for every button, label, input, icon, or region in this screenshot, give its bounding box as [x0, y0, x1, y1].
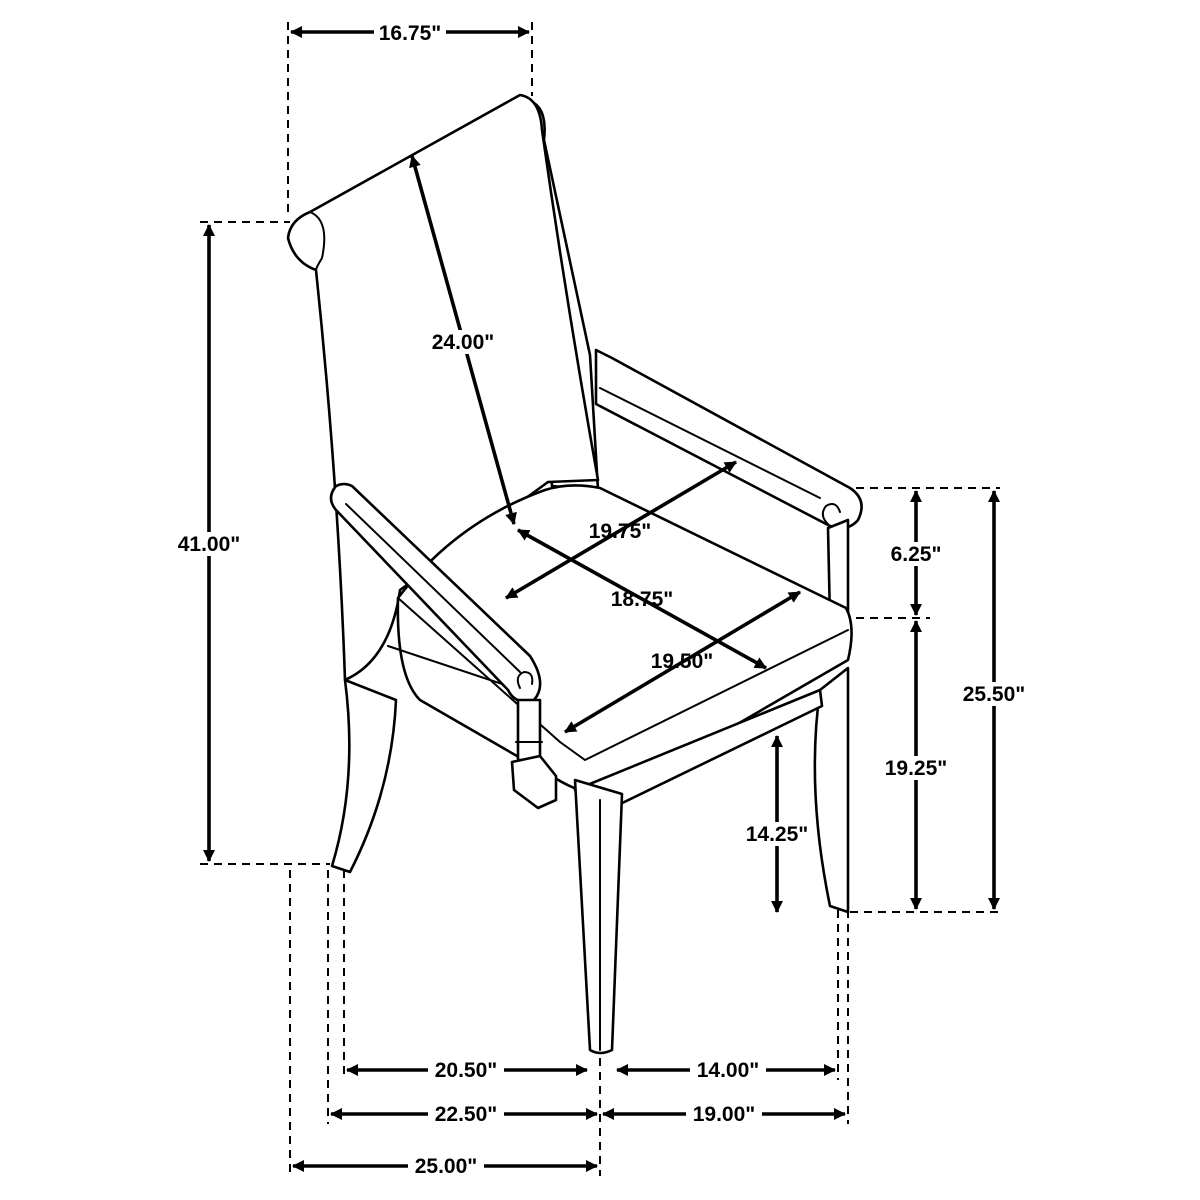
dim-label-overall-depth: 25.00" [415, 1155, 478, 1178]
extension-lines [200, 22, 1000, 1176]
left-arm-post [516, 698, 542, 762]
right-arm [594, 348, 863, 530]
right-arm-scroll [821, 503, 841, 527]
dim-label-inner-side-left: 20.50" [435, 1059, 498, 1082]
dim-label-seat-depth: 19.75" [589, 520, 652, 543]
dimension-labels: 16.75" 24.00" 41.00" 19.75" 18.75" 19.50… [172, 20, 1032, 1178]
side-stretcher [387, 645, 521, 691]
dim-label-top-width: 16.75" [379, 22, 442, 45]
dim-label-inner-side-right: 14.00" [697, 1059, 760, 1082]
dim-label-back-height: 24.00" [432, 331, 495, 354]
dim-label-arm-height-above-seat: 6.25" [891, 543, 942, 566]
dim-arrow-seat-width [564, 590, 801, 734]
left-arm-scroll [516, 670, 534, 689]
dim-label-seat-height: 19.25" [885, 757, 948, 780]
arm-post-block [510, 754, 558, 810]
dim-label-outer-side-left: 22.50" [435, 1103, 498, 1126]
dim-label-overall-height: 41.00" [178, 533, 241, 556]
back-roll-line [309, 211, 326, 271]
dim-label-outer-side-right: 19.00" [693, 1103, 756, 1126]
front-leg [573, 778, 624, 1055]
right-arm-edge [599, 387, 821, 499]
dim-label-seat-width: 19.50" [651, 650, 714, 673]
dim-label-seat-diagonal: 18.75" [611, 588, 674, 611]
dim-label-arm-height: 25.50" [963, 683, 1026, 706]
rear-left-leg [330, 678, 398, 874]
left-arm-edge [345, 503, 521, 673]
rear-right-leg [813, 666, 850, 914]
dim-label-apron-clearance: 14.25" [746, 823, 809, 846]
